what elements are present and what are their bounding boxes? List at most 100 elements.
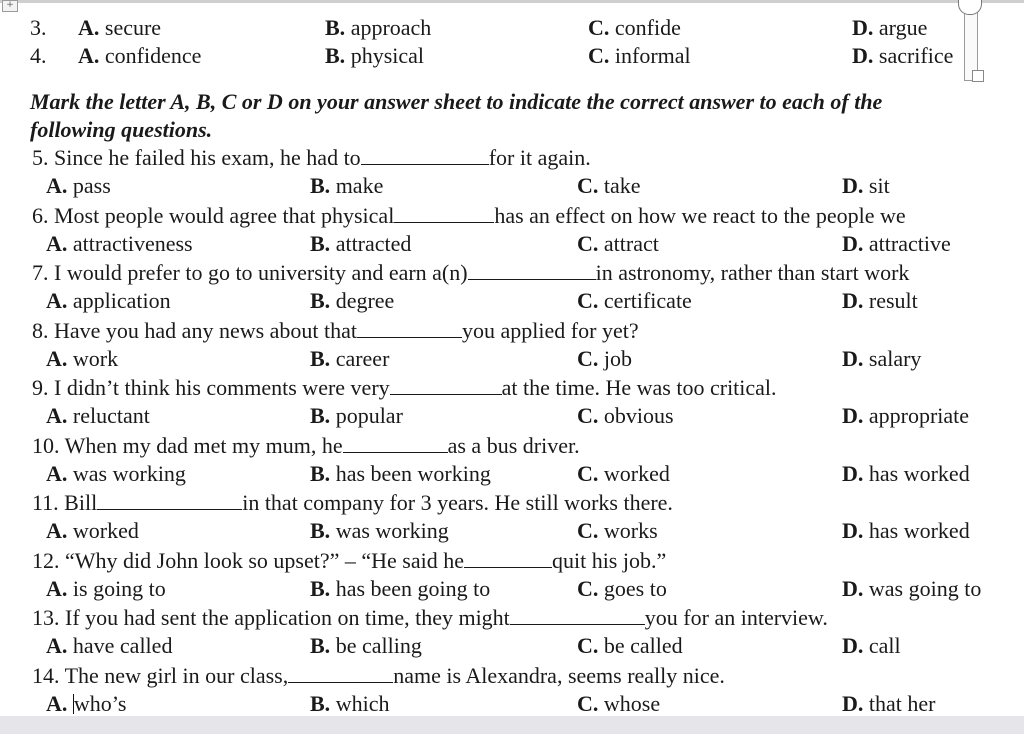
- option-c[interactable]: C. be called: [577, 633, 683, 658]
- answer-blank[interactable]: [342, 434, 448, 453]
- option-d[interactable]: D. has worked: [842, 518, 970, 543]
- option-d[interactable]: D. argue: [852, 15, 928, 40]
- question-stem: 11. Bill in that company for 3 years. He …: [32, 489, 673, 517]
- option-d[interactable]: D. was going to: [842, 576, 982, 601]
- question-text-continued: as a bus driver.: [447, 433, 580, 458]
- question-text-continued: you for an interview.: [644, 605, 828, 630]
- option-c[interactable]: C. confide: [588, 15, 681, 40]
- option-c[interactable]: C. job: [577, 346, 633, 371]
- answer-blank[interactable]: [288, 664, 394, 683]
- question-text-continued: has an effect on how we react to the peo…: [494, 203, 906, 228]
- option-d[interactable]: D. salary: [842, 346, 922, 371]
- option-a[interactable]: A. pass: [46, 173, 111, 198]
- option-b[interactable]: B. make: [310, 173, 384, 198]
- option-b[interactable]: B. be calling: [310, 633, 422, 658]
- option-a[interactable]: A. worked: [46, 518, 139, 543]
- answer-blank[interactable]: [360, 146, 489, 165]
- option-c[interactable]: C. goes to: [577, 576, 667, 601]
- answer-blank[interactable]: [467, 261, 596, 280]
- scroll-knob-icon[interactable]: [958, 0, 982, 15]
- option-d[interactable]: D. call: [842, 633, 901, 658]
- option-a[interactable]: A. who’s: [46, 691, 127, 716]
- question-text: 12. “Why did John look so upset?” – “He …: [32, 548, 464, 573]
- option-a[interactable]: A. have called: [46, 633, 173, 658]
- option-a[interactable]: A. attractiveness: [46, 231, 193, 256]
- option-a[interactable]: A. reluctant: [46, 403, 150, 428]
- option-d[interactable]: D. sit: [842, 173, 890, 198]
- option-d[interactable]: D. sacrifice: [852, 43, 954, 68]
- table-move-handle-icon[interactable]: +: [2, 0, 18, 12]
- option-c[interactable]: C. works: [577, 518, 658, 543]
- ruler-strip: [0, 0, 1024, 3]
- question-text-continued: at the time. He was too critical.: [501, 375, 777, 400]
- table-border: [964, 0, 978, 81]
- status-strip: [0, 716, 1024, 734]
- question-number: 3.: [30, 15, 47, 40]
- question-text: 11. Bill: [32, 490, 98, 515]
- question-stem: 12. “Why did John look so upset?” – “He …: [32, 547, 666, 575]
- option-b[interactable]: B. attracted: [310, 231, 412, 256]
- question-text-continued: for it again.: [488, 145, 591, 170]
- answer-blank[interactable]: [389, 376, 502, 395]
- option-c[interactable]: C. attract: [577, 231, 659, 256]
- option-b[interactable]: B. which: [310, 691, 390, 716]
- answer-blank[interactable]: [509, 606, 645, 625]
- option-d[interactable]: D. appropriate: [842, 403, 970, 428]
- option-d[interactable]: D. that her: [842, 691, 936, 716]
- instruction-line-1: Mark the letter A, B, C or D on your ans…: [30, 89, 883, 114]
- question-text-continued: you applied for yet?: [462, 318, 639, 343]
- table-resize-handle[interactable]: [972, 70, 984, 82]
- question-text: 14. The new girl in our class,: [32, 663, 289, 688]
- question-text: 7. I would prefer to go to university an…: [32, 260, 468, 285]
- question-text: 8. Have you had any news about that: [32, 318, 358, 343]
- option-c[interactable]: C. take: [577, 173, 641, 198]
- question-stem: 6. Most people would agree that physical…: [32, 202, 906, 230]
- question-stem: 5. Since he failed his exam, he had to fo…: [32, 144, 591, 172]
- question-text-continued: name is Alexandra, seems really nice.: [393, 663, 725, 688]
- answer-blank[interactable]: [97, 491, 243, 510]
- option-a[interactable]: A. is going to: [46, 576, 166, 601]
- question-stem: 8. Have you had any news about that you a…: [32, 317, 639, 345]
- option-a[interactable]: A. was working: [46, 461, 186, 486]
- option-c[interactable]: C. whose: [577, 691, 661, 716]
- option-c[interactable]: C. certificate: [577, 288, 692, 313]
- question-text: 5. Since he failed his exam, he had to: [32, 145, 361, 170]
- question-text: 9. I didn’t think his comments were very: [32, 375, 390, 400]
- option-d[interactable]: D. has worked: [842, 461, 970, 486]
- text-cursor: [72, 694, 74, 714]
- option-b[interactable]: B. popular: [310, 403, 403, 428]
- question-stem: 13. If you had sent the application on t…: [32, 604, 828, 632]
- option-b[interactable]: B. approach: [325, 15, 432, 40]
- option-b[interactable]: B. was working: [310, 518, 449, 543]
- option-b[interactable]: B. degree: [310, 288, 395, 313]
- option-a[interactable]: A. secure: [78, 15, 162, 40]
- answer-blank[interactable]: [463, 549, 552, 568]
- option-c[interactable]: C. worked: [577, 461, 670, 486]
- question-stem: 7. I would prefer to go to university an…: [32, 259, 909, 287]
- option-a[interactable]: A. work: [46, 346, 119, 371]
- option-d[interactable]: D. result: [842, 288, 918, 313]
- question-text: 10. When my dad met my mum, he: [32, 433, 343, 458]
- option-d[interactable]: D. attractive: [842, 231, 951, 256]
- question-stem: 9. I didn’t think his comments were very…: [32, 374, 777, 402]
- question-text-continued: in astronomy, rather than start work: [595, 260, 910, 285]
- option-a[interactable]: A. application: [46, 288, 171, 313]
- answer-blank[interactable]: [394, 204, 495, 223]
- question-stem: 10. When my dad met my mum, he as a bus d…: [32, 432, 580, 460]
- question-text: 6. Most people would agree that physical: [32, 203, 395, 228]
- answer-blank[interactable]: [357, 319, 463, 338]
- question-text-continued: in that company for 3 years. He still wo…: [242, 490, 673, 515]
- option-c[interactable]: C. informal: [588, 43, 691, 68]
- option-c[interactable]: C. obvious: [577, 403, 674, 428]
- option-b[interactable]: B. career: [310, 346, 390, 371]
- question-text: 13. If you had sent the application on t…: [32, 605, 510, 630]
- instruction-line-2: following questions.: [30, 117, 213, 142]
- question-number: 4.: [30, 43, 47, 68]
- question-stem: 14. The new girl in our class, name is Al…: [32, 662, 725, 690]
- option-b[interactable]: B. has been working: [310, 461, 491, 486]
- option-b[interactable]: B. physical: [325, 43, 425, 68]
- option-a[interactable]: A. confidence: [78, 43, 202, 68]
- question-text-continued: quit his job.”: [551, 548, 667, 573]
- option-b[interactable]: B. has been going to: [310, 576, 491, 601]
